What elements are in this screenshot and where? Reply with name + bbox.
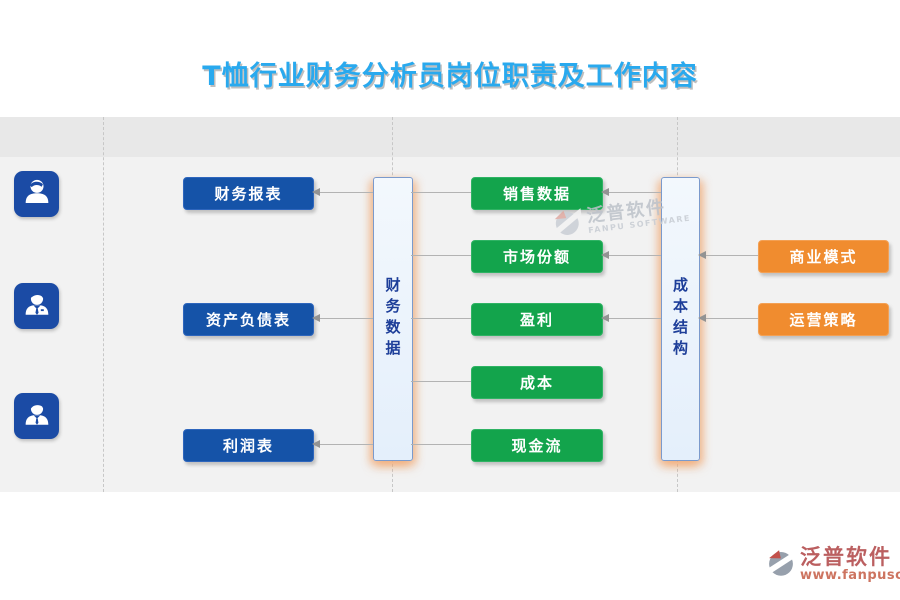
metric-node-profit: 盈利 (471, 303, 603, 336)
arrowhead-left-icon (698, 251, 706, 259)
report-node-balance-sheet: 资产负债表 (183, 303, 314, 336)
connector-cost-to-metric-3 (608, 318, 661, 319)
person-user-icon (20, 175, 54, 213)
fanpu-logo-icon (761, 546, 802, 584)
metric-label: 盈利 (519, 311, 554, 329)
footer-brand-name: 泛普软件 (800, 545, 892, 569)
report-node-income-statement: 利润表 (183, 429, 314, 462)
arrowhead-left-icon (601, 251, 609, 259)
connector-hub-metric-5 (411, 444, 471, 445)
report-label: 财务报表 (214, 185, 283, 203)
footer-website: www.fanpusoft.com (800, 568, 900, 584)
header-band (0, 117, 900, 157)
metric-node-sales-data: 销售数据 (471, 177, 603, 210)
metric-node-market-share: 市场份额 (471, 240, 603, 273)
connector-strategy-to-cost-1 (705, 255, 758, 256)
arrowhead-left-icon (312, 314, 320, 322)
role-tile-2 (14, 283, 59, 329)
arrowhead-left-icon (698, 314, 706, 322)
footer-brand: 泛普软件 www.fanpusoft.com (761, 545, 900, 584)
connector-hub-metric-3 (411, 318, 471, 319)
connector-hub-metric-4 (411, 381, 471, 382)
connector-hub-to-report-2 (319, 318, 373, 319)
page-title: T恤行业财务分析员岗位职责及工作内容 (202, 61, 698, 92)
metric-label: 销售数据 (502, 185, 571, 203)
fanpu-logo-icon (548, 205, 587, 244)
arrowhead-left-icon (601, 188, 609, 196)
metric-label: 现金流 (511, 437, 563, 455)
arrowhead-left-icon (312, 188, 320, 196)
person-analyst-icon (20, 397, 54, 435)
watermark: 泛普软件 FANPU SOFTWARE (548, 192, 692, 245)
role-tile-3 (14, 393, 59, 439)
connector-hub-metric-2 (411, 255, 471, 256)
connector-cost-to-metric-2 (608, 255, 661, 256)
connector-strategy-to-cost-2 (705, 318, 758, 319)
strategy-label: 运营策略 (789, 311, 858, 329)
hub-financial-data: 财务数据 (373, 177, 413, 461)
connector-cost-to-metric-1 (608, 192, 661, 193)
arrowhead-left-icon (601, 314, 609, 322)
connector-hub-to-report-1 (319, 192, 373, 193)
report-node-financial-statements: 财务报表 (183, 177, 314, 210)
metric-node-cost: 成本 (471, 366, 603, 399)
connector-hub-metric-1 (411, 192, 471, 193)
strategy-label: 商业模式 (789, 248, 858, 266)
metric-label: 成本 (519, 374, 554, 392)
strategy-node-business-model: 商业模式 (758, 240, 889, 273)
metric-label: 市场份额 (502, 248, 571, 266)
report-label: 资产负债表 (205, 311, 291, 329)
metric-node-cash-flow: 现金流 (471, 429, 603, 462)
person-businessman-icon (20, 287, 54, 325)
strategy-node-operation-strategy: 运营策略 (758, 303, 889, 336)
report-label: 利润表 (222, 437, 274, 455)
arrowhead-left-icon (312, 440, 320, 448)
connector-hub-to-report-3 (319, 444, 373, 445)
role-tile-1 (14, 171, 59, 217)
diagram-band (0, 157, 900, 492)
dashed-guide-left (103, 117, 104, 492)
